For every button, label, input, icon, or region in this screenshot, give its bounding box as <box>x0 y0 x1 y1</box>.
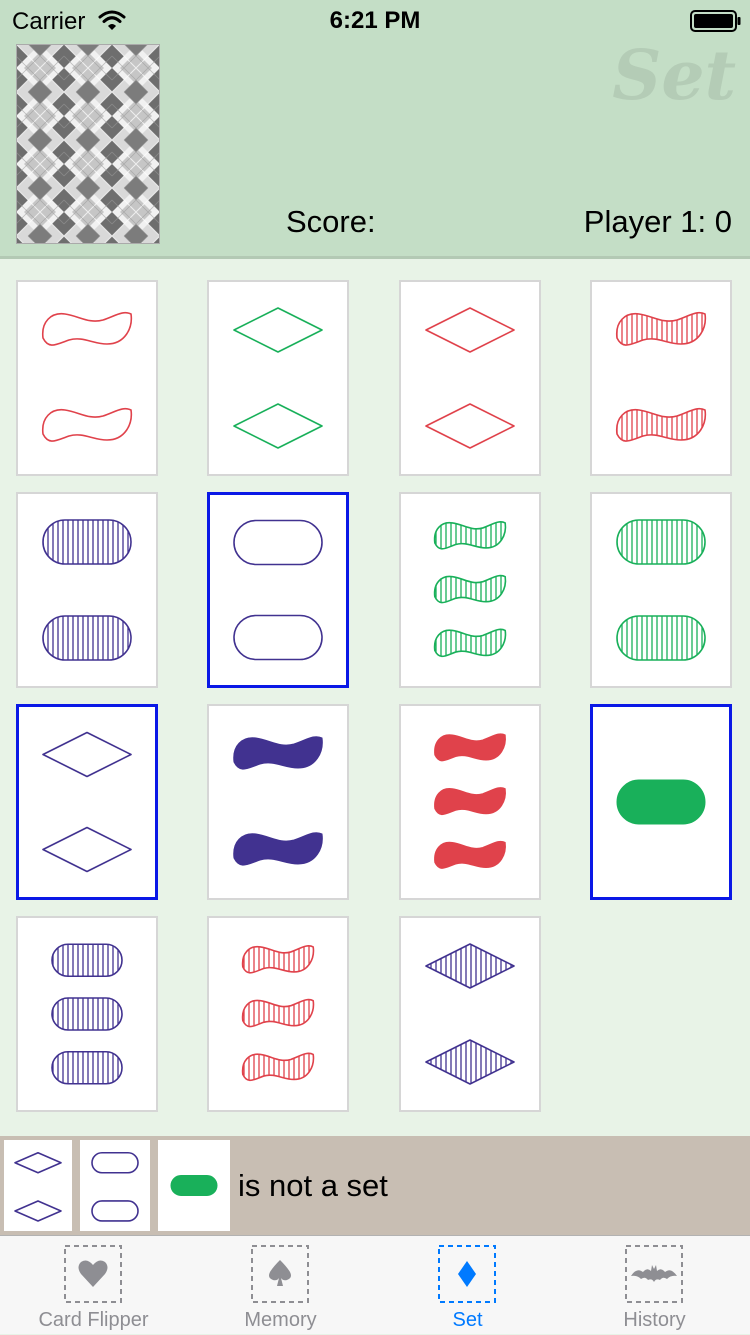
oval-symbol <box>233 614 323 661</box>
squiggle-symbol <box>241 945 315 974</box>
set-card[interactable] <box>16 916 158 1112</box>
oval-symbol <box>51 1050 123 1085</box>
squiggle-symbol <box>233 832 323 866</box>
tab-label: Memory <box>244 1309 317 1331</box>
diamond-symbol <box>42 826 132 873</box>
squiggle-symbol <box>433 574 507 604</box>
squiggle-symbol <box>434 840 506 869</box>
diamond-symbol <box>425 307 515 353</box>
set-card[interactable] <box>399 916 541 1112</box>
result-bar <box>0 1136 750 1235</box>
set-card[interactable] <box>207 492 349 688</box>
game-header: Carrier 6:21 PM Set Sc <box>0 0 750 259</box>
squiggle-symbol <box>241 998 315 1028</box>
oval-symbol <box>51 997 123 1031</box>
oval-symbol <box>91 1200 139 1222</box>
set-card[interactable] <box>590 280 732 476</box>
result-card <box>80 1140 150 1231</box>
battery-icon <box>690 10 741 32</box>
set-card[interactable] <box>16 704 158 900</box>
tab-set[interactable]: Set <box>374 1236 561 1335</box>
score-label: Score: <box>286 204 376 239</box>
set-card[interactable] <box>399 492 541 688</box>
squiggle-symbol <box>241 1052 315 1082</box>
diamond-symbol <box>425 1039 515 1085</box>
tab-card-flipper[interactable]: Card Flipper <box>0 1236 187 1335</box>
diamond-symbol <box>42 731 132 778</box>
set-card[interactable] <box>16 280 158 476</box>
squiggle-symbol <box>233 736 323 770</box>
diamond-symbol <box>233 307 323 353</box>
player-score: Player 1: 0 <box>583 204 732 239</box>
result-message: is not a set <box>238 1168 388 1203</box>
oval-symbol <box>91 1151 139 1174</box>
squiggle-symbol <box>615 311 707 346</box>
squiggle-symbol <box>41 311 133 346</box>
diamond-symbol <box>425 943 515 989</box>
squiggle-symbol <box>433 628 507 658</box>
oval-symbol <box>616 615 706 661</box>
diamond-icon <box>438 1245 496 1303</box>
squiggle-symbol <box>433 521 507 550</box>
clock: 6:21 PM <box>329 7 421 34</box>
squiggle-symbol <box>434 787 506 816</box>
wifi-icon <box>98 10 126 30</box>
diamond-symbol <box>14 1200 62 1222</box>
oval-symbol <box>233 519 323 566</box>
diamond-symbol <box>425 403 515 449</box>
bat-icon <box>625 1245 683 1303</box>
carrier-label: Carrier <box>12 8 86 35</box>
heart-icon <box>64 1245 122 1303</box>
squiggle-symbol <box>615 407 707 442</box>
tab-label: Card Flipper <box>38 1309 149 1331</box>
diamond-symbol <box>233 403 323 449</box>
oval-symbol <box>616 519 706 565</box>
squiggle-symbol <box>434 733 506 762</box>
oval-symbol <box>42 615 132 661</box>
oval-symbol <box>170 1175 218 1196</box>
oval-symbol <box>51 943 123 978</box>
deck-card-back[interactable] <box>16 44 160 244</box>
oval-symbol <box>42 519 132 565</box>
status-bar: Carrier 6:21 PM <box>0 0 750 40</box>
diamond-symbol <box>14 1151 62 1174</box>
set-card[interactable] <box>207 280 349 476</box>
tab-history[interactable]: History <box>561 1236 748 1335</box>
spade-icon <box>251 1245 309 1303</box>
set-card[interactable] <box>207 916 349 1112</box>
set-card[interactable] <box>16 492 158 688</box>
set-card[interactable] <box>399 280 541 476</box>
tab-label: History <box>623 1309 686 1331</box>
squiggle-symbol <box>41 407 133 442</box>
oval-symbol <box>616 779 706 825</box>
tab-memory[interactable]: Memory <box>187 1236 374 1335</box>
set-card[interactable] <box>207 704 349 900</box>
app-logo: Set <box>612 36 736 116</box>
set-card[interactable] <box>590 492 732 688</box>
set-card[interactable] <box>399 704 541 900</box>
result-card <box>158 1140 230 1231</box>
set-card[interactable] <box>590 704 732 900</box>
tab-label: Set <box>452 1309 483 1331</box>
tab-bar: Card Flipper Memory Set History <box>0 1235 750 1334</box>
result-card <box>4 1140 72 1231</box>
